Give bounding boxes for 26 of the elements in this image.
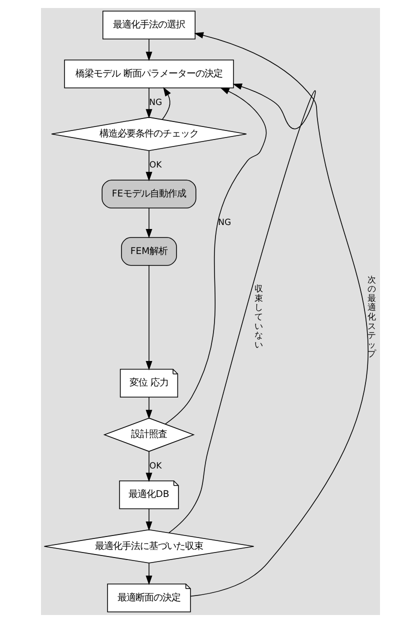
arrow bbox=[162, 86, 170, 120]
node-diamond: 最適化手法に基づいた収束 bbox=[43, 529, 254, 564]
edge-label: OK bbox=[148, 160, 162, 171]
arrow bbox=[145, 562, 152, 585]
arrow bbox=[145, 508, 152, 531]
edge-label: 次の最適化ステップ bbox=[367, 275, 376, 360]
arrow bbox=[145, 208, 152, 238]
arrow bbox=[145, 396, 152, 420]
node-box: FEM解析 bbox=[120, 237, 176, 266]
node-diamond: 構造必要条件のチェック bbox=[50, 116, 246, 152]
arrow bbox=[145, 451, 152, 482]
arrow bbox=[164, 87, 266, 424]
arrow bbox=[168, 83, 315, 534]
edge-label: 収束していない bbox=[254, 284, 264, 350]
node-box: FEモデル自動作成 bbox=[101, 180, 196, 208]
arrow bbox=[145, 38, 152, 62]
edge-label: NG bbox=[148, 98, 162, 108]
arrow bbox=[145, 88, 152, 118]
arrow bbox=[145, 150, 152, 182]
arrow bbox=[145, 265, 152, 370]
edge-label: NG bbox=[218, 218, 231, 228]
node-box: 最適化手法の選択 bbox=[102, 10, 195, 40]
arrow bbox=[190, 32, 368, 597]
node-diamond: 設計照査 bbox=[102, 418, 194, 452]
node-box: 橋梁モデル 断面パラメーターの決定 bbox=[64, 60, 234, 88]
edge-label: OK bbox=[148, 461, 162, 472]
